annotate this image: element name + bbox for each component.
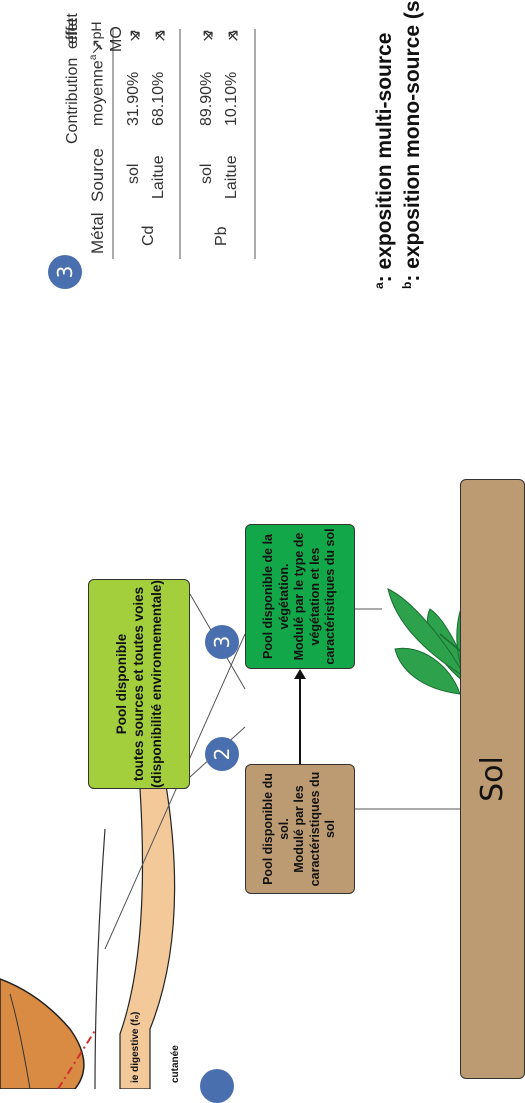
pool-vegetation-box: Pool disponible de la végétation. Modulé… — [245, 524, 355, 669]
badge-3-diagram: 3 — [205, 625, 239, 659]
footnote-b: b: exposition mono-source (source sol) — [400, 0, 424, 289]
soil-bar: Sol — [460, 479, 525, 1079]
pool-soil-line-2: Modulé par les — [292, 785, 307, 873]
row-pb-sol-contrib: 89.90% — [198, 71, 215, 126]
cutanee-label: cutanée — [170, 1045, 181, 1083]
digestive-label: ie digestive (fₒ) — [130, 1011, 141, 1083]
red-dashdot-line — [57, 1028, 97, 1089]
pool-total-line-1: Pool disponible — [113, 633, 129, 735]
row-cd-laitue-source: Laitue — [150, 155, 167, 199]
row-pb-metal: Pb — [213, 226, 230, 246]
row-pb-laitue-source: Laitue — [223, 155, 240, 199]
pool-total-box: Pool disponible toutes sources et toutes… — [88, 579, 190, 789]
line-body-to-total — [104, 633, 246, 950]
soil-label: Sol — [475, 756, 510, 802]
header-source: Source — [88, 148, 107, 202]
body-silhouette — [0, 977, 85, 1089]
digestive-organ — [119, 778, 176, 1089]
ph-col-header: ↘ pH — [88, 21, 104, 55]
badge-2: 2 — [205, 737, 239, 771]
badge-3-table: 3 — [48, 255, 82, 289]
header-metal: Métal — [88, 212, 107, 254]
body-outline-1 — [94, 828, 106, 1089]
badge-partial — [200, 1069, 234, 1103]
pool-veg-line-1: Pool disponible de la — [260, 534, 275, 660]
ph-column: effet ↘ pH ↘ ↗ ↘ ↗ — [0, 0, 260, 55]
pool-veg-line-4: végétation et les — [307, 547, 322, 646]
row-pb-laitue-contrib: 10.10% — [223, 71, 240, 126]
pool-veg-line-5: caractéristiques du sol — [323, 528, 338, 665]
pool-veg-line-3: Modulé par le type de — [292, 532, 307, 661]
row-pb-laitue-ph: ↗ — [225, 29, 242, 43]
pool-soil-line-3: caractéristiques du sol — [307, 771, 338, 887]
header-moyenne: moyennea — [88, 54, 107, 126]
row-cd-sol-source: sol — [125, 163, 142, 184]
ph-col-effet: effet — [64, 18, 81, 49]
row-cd-laitue-ph: ↗ — [152, 29, 169, 43]
row-cd-laitue-contrib: 68.10% — [150, 71, 167, 126]
header-contribution: Contribution — [64, 57, 81, 144]
footnote-a: a: exposition multi-source — [372, 32, 396, 289]
contribution-table: Métal Source Contribution moyennea effet… — [0, 13, 260, 254]
pool-veg-line-2: végétation. — [276, 563, 291, 630]
row-pb-sol-source: sol — [198, 163, 215, 184]
pool-soil-box: Pool disponible du sol. Modulé par les c… — [245, 764, 355, 894]
body-outline-2 — [9, 993, 31, 1089]
pool-total-line-2: toutes sources et toutes voies — [131, 586, 147, 782]
row-cd-sol-contrib: 31.90% — [125, 71, 142, 126]
pool-soil-line-1: Pool disponible du sol. — [260, 773, 291, 885]
row-cd-metal: Cd — [140, 225, 157, 246]
pool-total-line-3: (disponibilité environnementale) — [148, 580, 164, 788]
row-pb-sol-ph: ↘ — [200, 29, 217, 43]
row-cd-sol-ph: ↘ — [127, 29, 144, 43]
